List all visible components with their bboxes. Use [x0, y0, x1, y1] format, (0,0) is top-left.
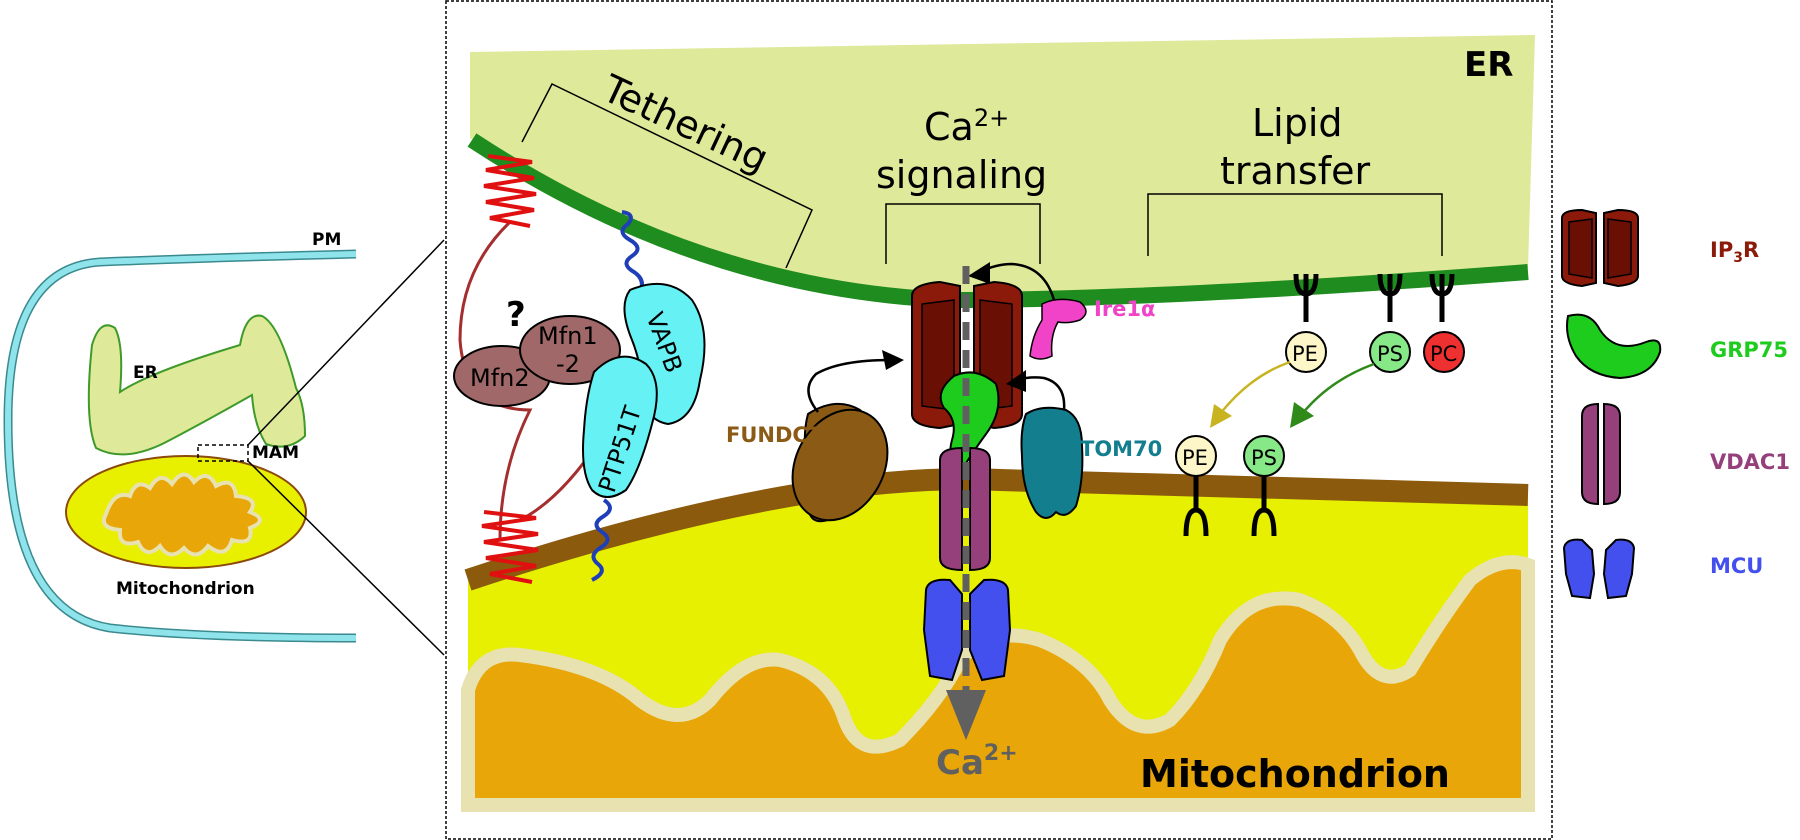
lipid-tails-er [1293, 273, 1455, 322]
mcu-channel [922, 578, 1012, 682]
mfn1-label-line2: -2 [556, 350, 580, 378]
ca-out-label: Ca2+ [936, 741, 1018, 783]
grp75-legend-label: GRP75 [1710, 338, 1789, 362]
mcu-legend-label: MCU [1710, 554, 1764, 578]
ps-mito-label: PS [1251, 446, 1277, 470]
ca-signaling-bracket [885, 203, 1041, 264]
vdac1-legend-label: VDAC1 [1710, 450, 1790, 474]
ptp51t-protein [582, 355, 658, 498]
zoom-panel: ER Mitochondrion Tethering Ca2+ signalin… [445, 0, 1553, 840]
ptp51t-coil [591, 498, 612, 582]
ca-flux-arrowhead [946, 690, 986, 740]
mito-label-small: Mitochondrion [116, 579, 255, 599]
ire1a-protein [1029, 298, 1087, 360]
ip3r-legend-label: IP3R [1710, 238, 1760, 267]
lipid-transfer-label-line1: Lipid [1252, 101, 1343, 145]
fundc1-arrow [807, 358, 891, 413]
ip3r-legend-icon [1561, 208, 1639, 288]
legend-item-ip3r: IP3R [1560, 208, 1796, 288]
cell-overview: PM ER Mitochondrion MAM [3, 230, 445, 656]
legend-item-vdac1: VDAC1 [1560, 402, 1796, 506]
cristae-small [101, 472, 262, 557]
er-label-zoom: ER [1464, 45, 1513, 85]
pe-transfer-arrow [1219, 360, 1291, 415]
legend: IP3R GRP75 VDAC1 MCU [1560, 196, 1796, 616]
pe-mito-label: PE [1182, 446, 1208, 470]
tethering-bracket [521, 83, 813, 269]
tom70-protein [1020, 406, 1084, 519]
grp75-legend-icon [1566, 313, 1662, 380]
mfn1-2-protein [519, 315, 621, 385]
pc-er-label: PC [1430, 342, 1457, 366]
fundc1-label: FUNDC1 [726, 423, 822, 447]
er-label-small: ER [133, 363, 158, 383]
er-lumen [470, 35, 1535, 299]
ps-er-headgroup [1369, 331, 1411, 373]
vdac1-legend-icon [1581, 402, 1621, 506]
ca-signaling-label-line2: signaling [876, 153, 1047, 197]
mfn-coil-er [483, 154, 537, 228]
ps-transfer-arrow [1301, 362, 1375, 415]
mfn1-label-line1: Mfn1 [538, 322, 598, 350]
pc-er-headgroup [1423, 331, 1465, 373]
lipid-tails-mito [1183, 476, 1277, 537]
vapb-coil [620, 210, 644, 293]
ps-er-label: PS [1377, 342, 1403, 366]
tom70-label: TOM70 [1080, 437, 1162, 461]
legend-item-mcu: MCU [1560, 534, 1796, 614]
mito-matrix [461, 555, 1535, 812]
zoom-line-bottom [247, 460, 445, 656]
vdac1-channel [939, 446, 991, 572]
mfn-coil-mito [481, 510, 539, 584]
mcu-legend-icon [1562, 538, 1636, 600]
pe-er-label: PE [1292, 342, 1318, 366]
ca-signaling-label-line1: Ca2+ [924, 104, 1009, 149]
mfn2-label: Mfn2 [470, 364, 530, 392]
legend-item-grp75: GRP75 [1560, 302, 1796, 382]
ire1a-label: Ire1α [1094, 297, 1155, 321]
lipid-transfer-label-line2: transfer [1220, 149, 1370, 193]
mfn-question-mark: ? [506, 295, 526, 335]
er-shape-small [87, 314, 307, 456]
pm-label: PM [312, 230, 341, 250]
pe-er-headgroup [1285, 331, 1327, 373]
zoom-line-top [247, 239, 445, 446]
mam-label-small: MAM [252, 443, 299, 463]
mam-box [197, 444, 249, 462]
mito-outer-membrane [464, 468, 1529, 591]
mito-label-zoom: Mitochondrion [1140, 752, 1450, 796]
lipid-transfer-bracket [1147, 193, 1443, 256]
